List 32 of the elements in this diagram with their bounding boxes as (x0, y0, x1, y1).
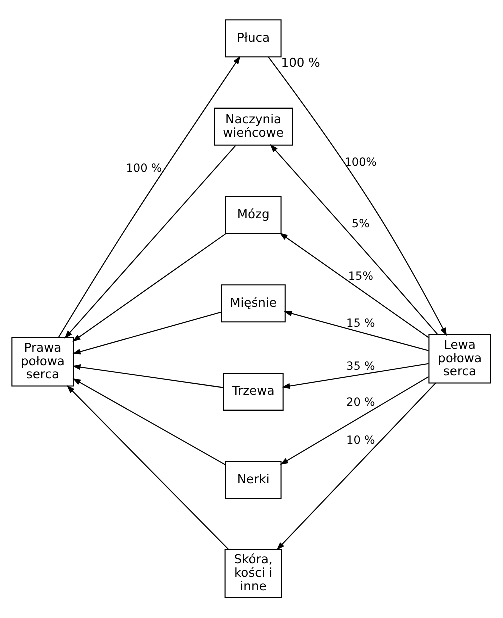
node-box: Naczynia wieńcowe (214, 108, 294, 146)
arrow (64, 145, 236, 339)
edge-label: 35 % (346, 360, 376, 374)
arrow (282, 363, 429, 390)
edge-label: 15% (348, 270, 374, 283)
arrow (276, 382, 436, 550)
node-box: Prawa połowa serca (12, 338, 74, 387)
arrow (72, 233, 226, 342)
edge-label: 10 % (346, 434, 376, 448)
arrow (58, 56, 241, 338)
edge-label: 15 % (346, 317, 376, 330)
arrow (268, 57, 448, 336)
arrow (72, 378, 226, 466)
node-box: Trzewa (223, 372, 284, 411)
edge-label: 100% (344, 156, 378, 169)
arrow (284, 310, 429, 352)
arrow (72, 364, 224, 388)
node-box: Mózg (225, 196, 282, 234)
arrow (270, 144, 438, 336)
arrow (66, 385, 229, 550)
edge-label: 100 % (126, 162, 162, 175)
node-box: Nerki (225, 461, 282, 500)
node-box: Lewa połowa serca (428, 334, 492, 384)
node-box: Mięśnie (221, 284, 286, 323)
arrow (72, 312, 222, 355)
node-label: 100 % (281, 56, 320, 70)
edge-label: 5% (352, 217, 370, 230)
edge-label: 20 % (346, 396, 376, 410)
arrow (280, 232, 430, 338)
arrow (280, 376, 430, 466)
node-box: Skóra, kości i inne (224, 549, 282, 598)
node-box: Płuca (225, 20, 282, 58)
